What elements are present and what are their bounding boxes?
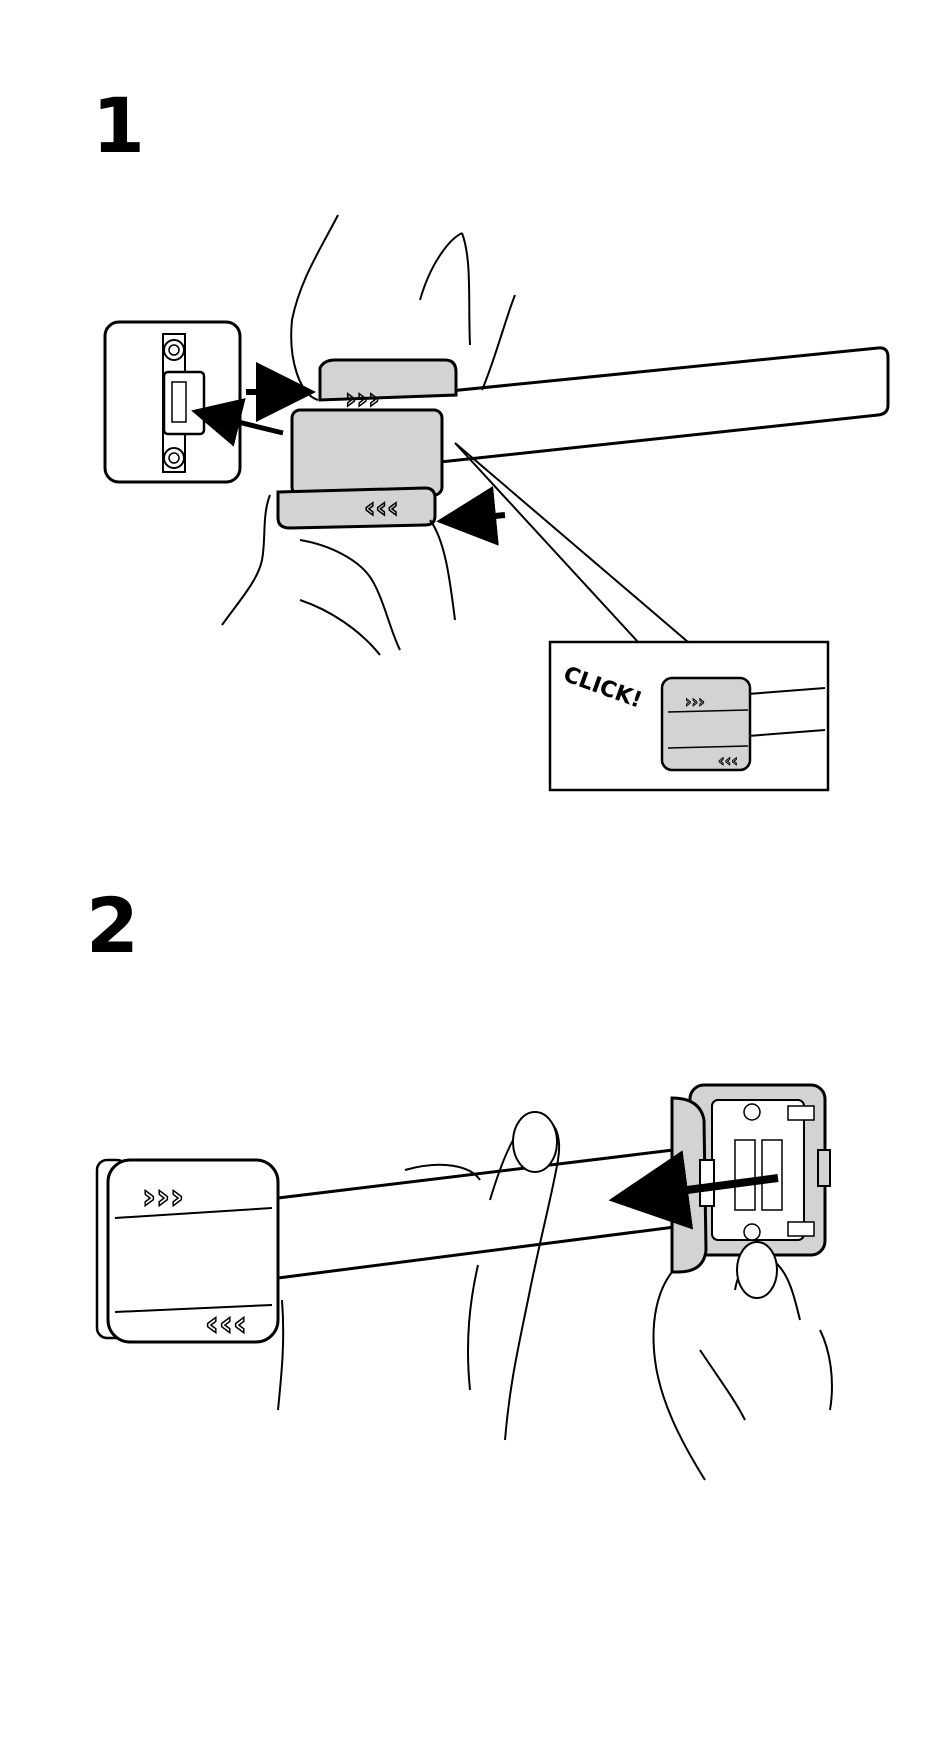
end-cap: ››› ‹‹‹: [278, 360, 456, 528]
press-arrow-bottom: [484, 515, 505, 517]
rail: [278, 1148, 690, 1278]
step-2-illustration: ››› ‹‹‹: [97, 1085, 832, 1480]
step-1-illustration: ››› ‹‹‹ CLICK! ››› ‹‹‹: [105, 215, 888, 790]
left-chevrons-icon: ‹‹‹: [205, 1304, 247, 1344]
left-chevrons-icon: ‹‹‹: [718, 751, 738, 770]
end-cap: ››› ‹‹‹: [97, 1160, 278, 1344]
wall-bracket: [105, 322, 240, 482]
right-chevrons-icon: ›››: [685, 692, 705, 711]
rail: [440, 348, 888, 462]
right-chevrons-icon: ›››: [142, 1177, 184, 1217]
left-chevrons-icon: ‹‹‹: [364, 491, 399, 524]
click-callout: CLICK! ››› ‹‹‹: [550, 642, 828, 790]
holding-hand: [278, 1118, 559, 1440]
right-chevrons-icon: ›››: [345, 382, 380, 415]
